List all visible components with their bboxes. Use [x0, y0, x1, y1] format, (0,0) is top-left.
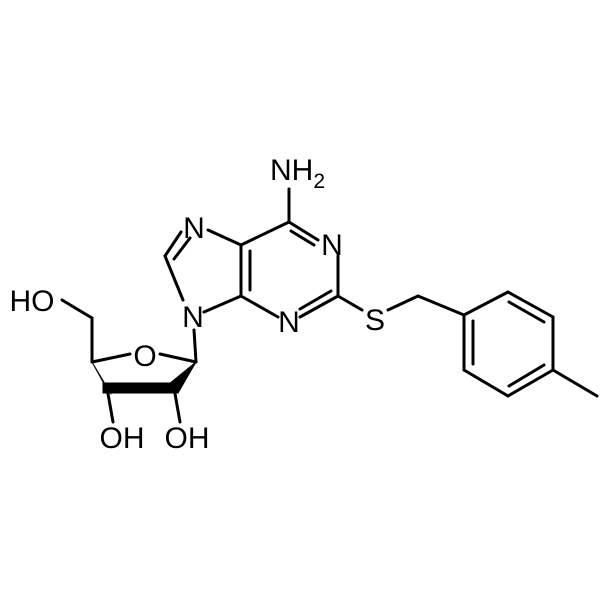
atom-label-n7: N — [183, 212, 205, 245]
atom-label-oh-3prime: OH — [100, 422, 145, 455]
bond-ring-4 — [506, 368, 555, 398]
bond-c5prime-oh — [60, 298, 94, 320]
atom-label-ring-oxygen: O — [133, 340, 156, 373]
bond-o-c4prime — [90, 352, 132, 364]
atom-labels: NH2 N N N N S O HO OH OH — [10, 154, 386, 455]
bond-c1prime-o — [158, 352, 198, 364]
atom-label-oh-2prime: OH — [165, 422, 210, 455]
bond-n7-c8 — [163, 230, 183, 258]
bond-c6-c5 — [239, 220, 291, 247]
bond-ring-1 — [462, 290, 510, 317]
bond-c2-s — [336, 294, 364, 312]
atom-label-ho: HO — [10, 285, 55, 318]
atom-label-n3: N — [278, 306, 300, 339]
bond-n9-c1prime — [192, 328, 198, 364]
bond-ring-5 — [462, 368, 510, 398]
bond-ring-2 — [506, 290, 555, 319]
atom-label-s: S — [365, 304, 385, 337]
bond-c6-n1-inner — [289, 229, 316, 247]
bond-c5-n7 — [206, 228, 243, 247]
bond-c8-n9 — [163, 254, 185, 302]
bond-n9-c4 — [202, 294, 243, 314]
bond-ch2-ring — [416, 294, 466, 317]
bond-ring-4-inner — [507, 363, 546, 388]
bond-s-ch2 — [386, 294, 420, 312]
bond-c3prime-oh — [105, 386, 115, 424]
bond-c3prime-c2prime-wedge — [102, 382, 179, 394]
bonds — [60, 187, 599, 424]
bond-n3-c4 — [239, 294, 280, 319]
bond-ring-methyl — [551, 368, 599, 398]
atom-label-nh2: NH2 — [270, 154, 325, 193]
bond-c2-n3-inner — [298, 289, 333, 311]
bond-c6-n1 — [287, 220, 320, 242]
bond-c2-n3 — [298, 294, 340, 319]
bond-ring-2-inner — [507, 300, 546, 324]
bond-n7-c8-inner — [172, 236, 192, 261]
bond-c2prime-oh — [172, 386, 182, 424]
atom-label-n9: N — [182, 301, 204, 334]
atom-label-n1: N — [321, 229, 343, 262]
